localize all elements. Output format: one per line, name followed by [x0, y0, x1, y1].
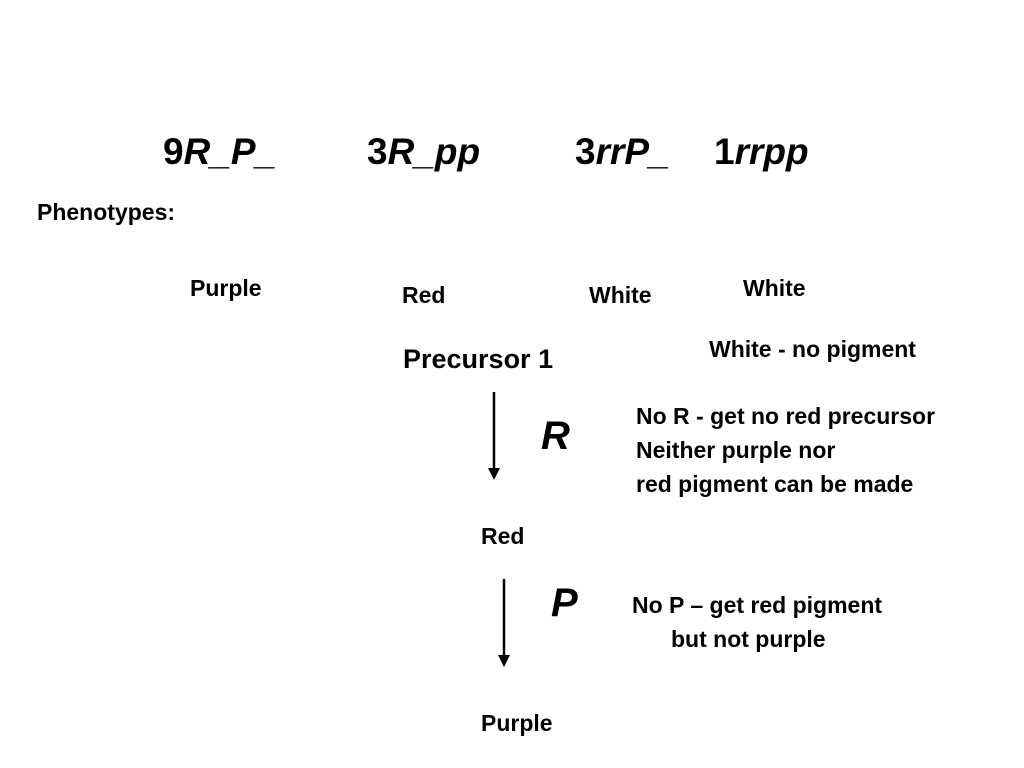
ratio-r-pp: 3R_pp: [367, 131, 480, 173]
phenotype-red: Red: [402, 282, 446, 308]
phenotype-white-2: White: [743, 275, 806, 301]
note-line: No R - get no red precursor: [636, 403, 936, 429]
phenotypes-label: Phenotypes:: [37, 199, 176, 225]
ratio-rr-p: 3rrP_: [575, 131, 670, 173]
ratio-r-p: 9R_P_: [163, 131, 276, 173]
gene-p-label: P: [551, 581, 578, 625]
note-line: red pigment can be made: [636, 471, 914, 497]
phenotype-purple: Purple: [190, 275, 262, 301]
note-line: No P – get red pigment: [632, 592, 883, 618]
note-no-r: No R - get no red precursor Neither purp…: [636, 399, 935, 501]
ratio-genotype: R_pp: [387, 131, 481, 172]
ratio-rr-pp: 1rrpp: [714, 131, 809, 173]
arrow-down-icon: [498, 579, 510, 667]
gene-r-label: R: [541, 414, 570, 458]
note-line: Neither purple nor: [636, 437, 836, 463]
arrow-down-icon: [488, 392, 500, 480]
ratio-genotype: R_P_: [183, 131, 277, 172]
ratio-count: 1: [714, 131, 735, 172]
pathway-product: Purple: [481, 710, 553, 736]
ratio-count: 3: [575, 131, 596, 172]
phenotype-white: White: [589, 282, 652, 308]
note-no-pigment: White - no pigment: [709, 336, 916, 362]
note-no-p: No P – get red pigment but not purple: [632, 588, 882, 656]
ratio-count: 3: [367, 131, 388, 172]
ratio-genotype: rrP_: [595, 131, 670, 172]
ratio-count: 9: [163, 131, 184, 172]
ratio-genotype: rrpp: [734, 131, 809, 172]
pathway-precursor: Precursor 1: [403, 344, 554, 374]
note-line: but not purple: [671, 626, 826, 652]
pathway-intermediate: Red: [481, 523, 525, 549]
